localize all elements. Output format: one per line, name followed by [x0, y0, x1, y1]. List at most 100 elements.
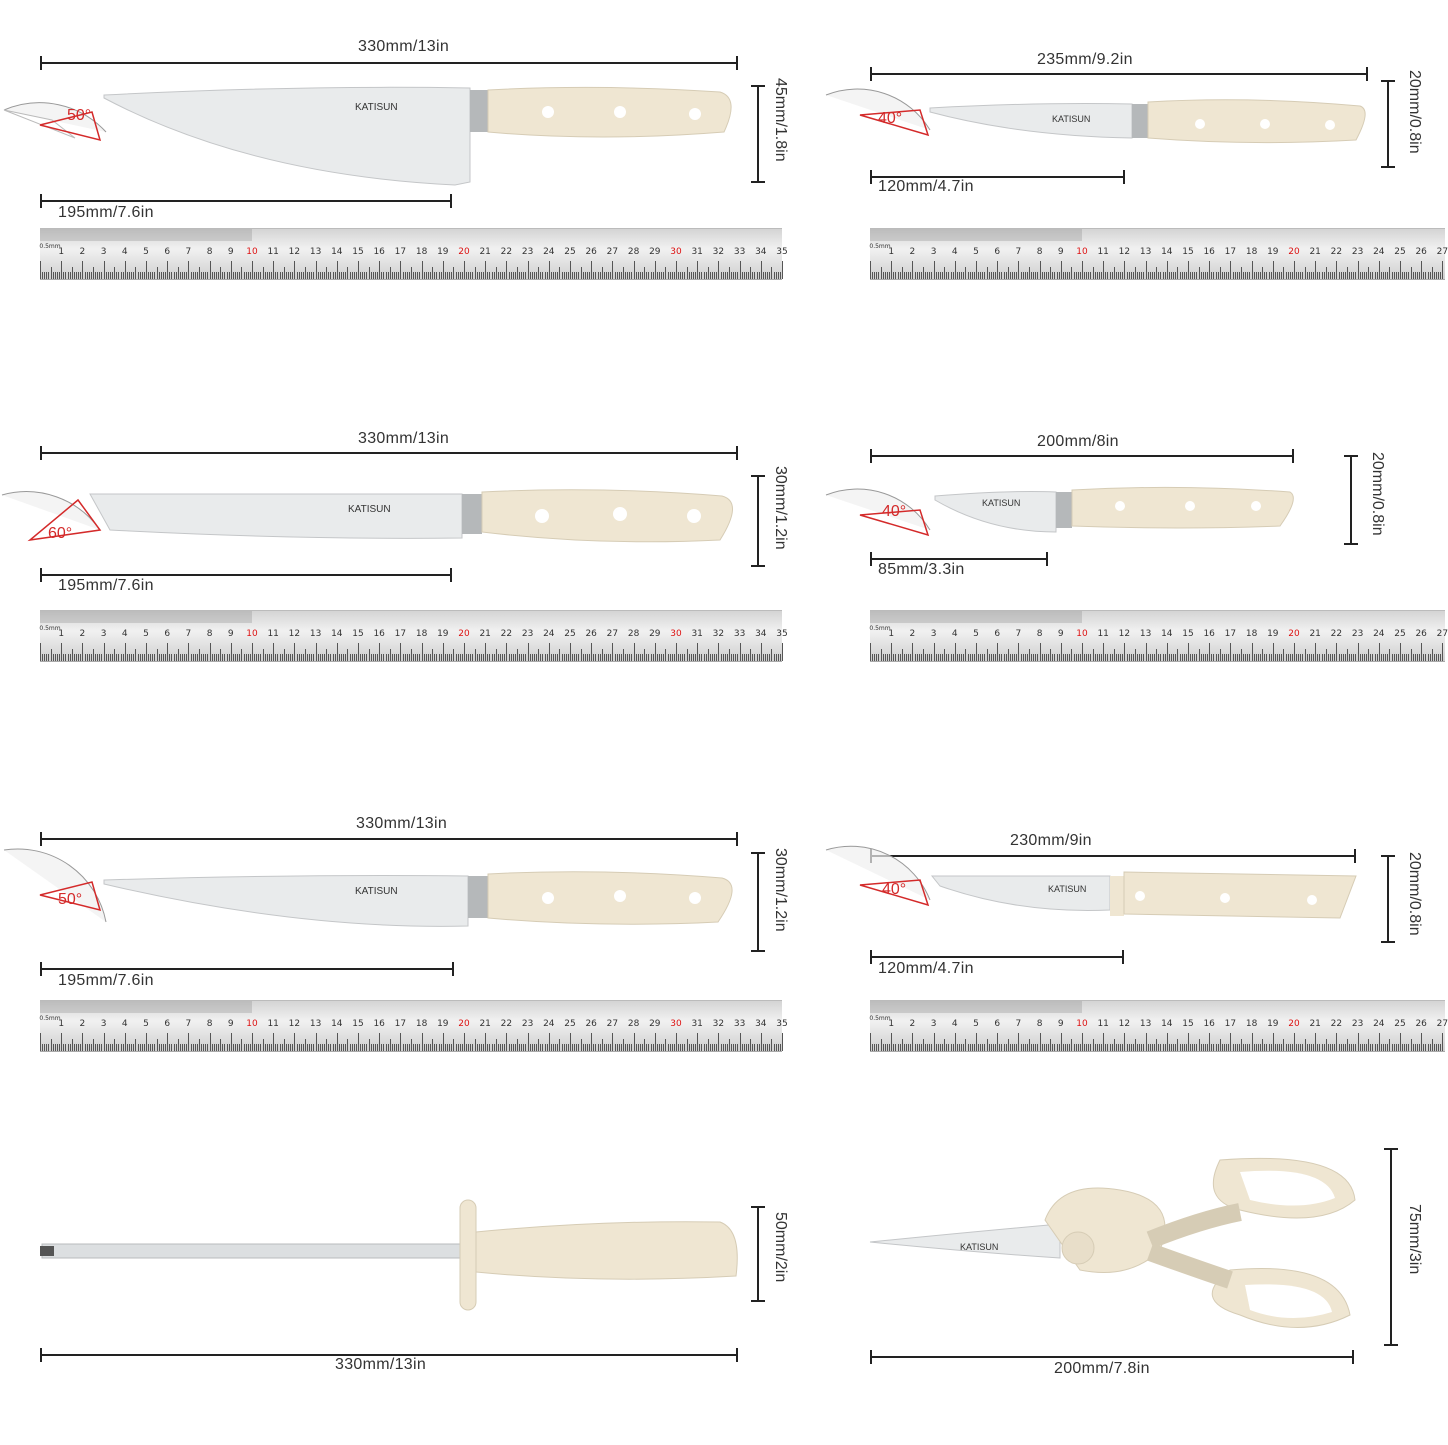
ruler-tick: [610, 654, 612, 661]
ruler-tick: [574, 654, 576, 661]
carving-blade-line: [40, 962, 454, 976]
ruler-tick: [722, 654, 724, 661]
ruler-tick: [1351, 1044, 1353, 1051]
ruler-tick: [434, 272, 436, 279]
ruler-tick: [1069, 654, 1071, 661]
rod-length-line: [40, 1348, 738, 1362]
ruler-tick: [578, 1044, 580, 1051]
ruler-tick: [283, 1039, 285, 1051]
ruler-tick: [661, 654, 663, 661]
ruler-tick: [699, 1044, 701, 1051]
ruler-tick: [1338, 654, 1340, 661]
ruler-tick: [1391, 654, 1393, 661]
ruler-tick: [1357, 261, 1359, 279]
utility-knife-image: KATISUN 40°: [825, 88, 1366, 144]
ruler-tick: [1198, 649, 1200, 661]
ruler-tick: [1285, 1044, 1287, 1051]
ruler-tick: [464, 643, 465, 661]
ruler-tick: [165, 654, 167, 661]
ruler-number: 9: [227, 1019, 234, 1029]
ruler-tick: [576, 272, 578, 279]
ruler-tick: [209, 643, 211, 661]
ruler-tick: [48, 272, 50, 279]
ruler-tick: [118, 272, 120, 279]
ruler-tick: [1361, 1044, 1363, 1051]
ruler-tick: [990, 654, 992, 661]
ruler-tick: [1431, 1039, 1433, 1051]
ruler-tick: [495, 267, 497, 279]
ruler-tick: [290, 654, 292, 661]
ruler-tick: [383, 272, 385, 279]
ruler-tick: [400, 261, 402, 279]
ruler-tick: [1183, 1044, 1185, 1051]
ruler-number: 16: [1203, 1019, 1215, 1029]
ruler-tick: [1122, 272, 1124, 279]
ruler-tick: [192, 654, 194, 661]
ruler-number: 33: [733, 247, 746, 257]
ruler-number: 34: [755, 1019, 767, 1029]
ruler-tick: [154, 272, 156, 279]
ruler-tick: [78, 1044, 80, 1051]
ruler-tick: [542, 1044, 544, 1051]
ruler-tick: [1249, 654, 1251, 661]
ruler-tick: [1226, 272, 1228, 279]
ruler-tick: [1249, 272, 1251, 279]
ruler-tick: [156, 267, 158, 279]
ruler-tick: [129, 272, 131, 279]
ruler-tick: [254, 654, 256, 661]
ruler-tick: [1327, 1044, 1329, 1051]
ruler-tick: [1084, 272, 1086, 279]
ruler-number: 1: [58, 1019, 65, 1029]
ruler-tick: [1086, 272, 1088, 279]
ruler-tick: [1264, 272, 1266, 279]
ruler-tick: [703, 1044, 705, 1051]
ruler-number: 8: [206, 1019, 213, 1029]
ruler-tick: [565, 654, 567, 661]
ruler-tick: [578, 272, 580, 279]
ruler-tick: [773, 1044, 775, 1051]
steak-length-label: 230mm/9in: [1010, 832, 1092, 849]
ruler-tick: [1306, 272, 1308, 279]
ruler-tick: [222, 1044, 224, 1051]
ruler-tick: [90, 1044, 92, 1051]
ruler-tick: [160, 272, 162, 279]
ruler-tick: [150, 1044, 152, 1051]
ruler-tick: [1325, 1039, 1327, 1051]
ruler-tick: [260, 272, 262, 279]
ruler-tick: [1147, 1044, 1149, 1051]
ruler-tick: [374, 654, 376, 661]
ruler-tick: [321, 654, 323, 661]
ruler-tick: [1349, 654, 1351, 661]
ruler-tick: [175, 272, 177, 279]
ruler-tick: [160, 654, 162, 661]
ruler-tick: [782, 261, 783, 279]
ruler-tick: [931, 654, 933, 661]
ruler-tick: [631, 1044, 633, 1051]
ruler-tick: [923, 649, 924, 661]
ruler-tick: [156, 649, 158, 661]
ruler-tick: [133, 1044, 135, 1051]
ruler-tick: [1385, 1044, 1387, 1051]
ruler-tick: [1255, 1044, 1257, 1051]
ruler-tick: [1090, 272, 1092, 279]
ruler-tick: [669, 1044, 671, 1051]
ruler-tick: [1442, 1033, 1444, 1051]
ruler-tick: [1279, 654, 1281, 661]
ruler-tick: [553, 654, 555, 661]
ruler-tick: [1115, 1044, 1117, 1051]
ruler-tick: [370, 654, 372, 661]
ruler-tick: [500, 654, 502, 661]
ruler-tick: [169, 654, 171, 661]
ruler-tick: [1372, 1044, 1374, 1051]
ruler-number: 4: [121, 247, 128, 257]
ruler-tick: [1336, 643, 1338, 661]
ruler-tick: [701, 272, 703, 279]
ruler-tick: [965, 649, 967, 661]
ruler-tick: [425, 654, 427, 661]
ruler-tick: [464, 1033, 465, 1051]
ruler-tick: [1075, 654, 1077, 661]
ruler-tick: [680, 1044, 682, 1051]
ruler-number: 2: [909, 629, 916, 639]
ruler-tick: [61, 1033, 63, 1051]
ruler-number: 14: [1161, 1019, 1173, 1029]
